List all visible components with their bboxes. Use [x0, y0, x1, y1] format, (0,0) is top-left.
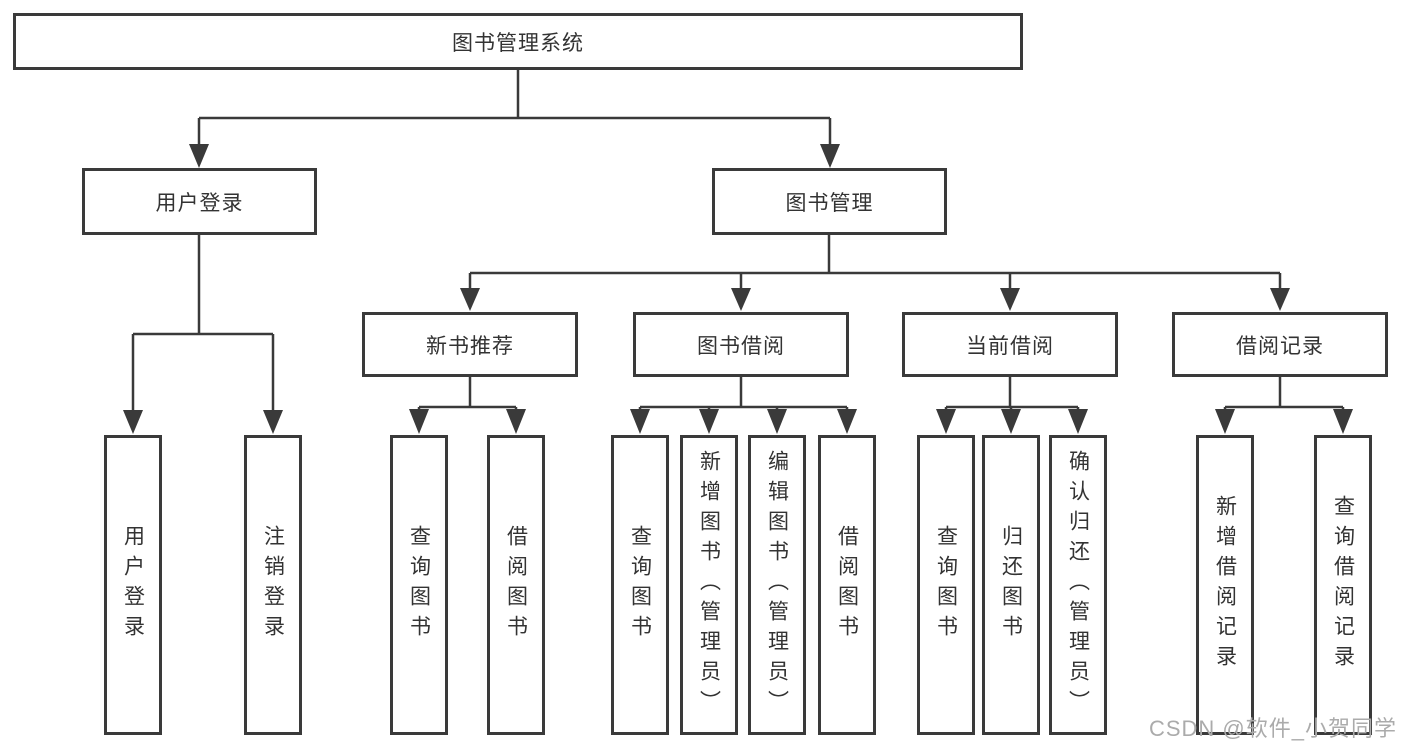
node-leaf-edit-books-admin: 编辑图书（管理员） [748, 435, 806, 735]
node-new-book-recommend: 新书推荐 [362, 312, 578, 377]
arrowhead [506, 409, 526, 434]
node-book-borrow: 图书借阅 [633, 312, 849, 377]
node-leaf-confirm-return-admin: 确认归还（管理员） [1049, 435, 1107, 735]
node-leaf-logout: 注销登录 [244, 435, 302, 735]
node-leaf-return-books: 归还图书 [982, 435, 1040, 735]
node-leaf-user-login: 用户登录 [104, 435, 162, 735]
connector-book-borrow-to-children [630, 377, 857, 434]
node-library-management-system: 图书管理系统 [13, 13, 1023, 70]
arrowhead [731, 288, 751, 311]
arrowhead [1215, 409, 1235, 434]
connector-root-to-level2 [189, 70, 840, 168]
arrowhead [630, 409, 650, 434]
arrowhead [837, 409, 857, 434]
connector-new-book-recommend-to-children [409, 377, 526, 434]
node-leaf-query-borrow-record: 查询借阅记录 [1314, 435, 1372, 735]
arrowhead [1001, 409, 1021, 434]
arrowhead [263, 410, 283, 434]
node-leaf-query-books-borrow: 查询图书 [611, 435, 669, 735]
arrowhead [767, 409, 787, 434]
node-leaf-query-books-recommend: 查询图书 [390, 435, 448, 735]
arrowhead [123, 410, 143, 434]
arrowhead [1000, 288, 1020, 311]
arrowhead [460, 288, 480, 311]
node-leaf-query-books-current: 查询图书 [917, 435, 975, 735]
node-user-login: 用户登录 [82, 168, 317, 235]
node-book-management: 图书管理 [712, 168, 947, 235]
node-leaf-borrow-books: 借阅图书 [818, 435, 876, 735]
arrowhead [189, 144, 209, 168]
node-current-borrow: 当前借阅 [902, 312, 1118, 377]
node-leaf-add-books-admin: 新增图书（管理员） [680, 435, 738, 735]
node-leaf-borrow-books-recommend: 借阅图书 [487, 435, 545, 735]
connector-book-management-to-level3 [460, 235, 1290, 311]
arrowhead [409, 409, 429, 434]
arrowhead [1068, 409, 1088, 434]
arrowhead [699, 409, 719, 434]
arrowhead [1333, 409, 1353, 434]
connector-borrow-records-to-children [1215, 377, 1353, 434]
arrowhead [936, 409, 956, 434]
connector-current-borrow-to-children [936, 377, 1088, 434]
arrowhead [1270, 288, 1290, 311]
watermark: CSDN @软件_小贺同学 [1148, 716, 1397, 741]
node-borrow-records: 借阅记录 [1172, 312, 1388, 377]
arrowhead [820, 144, 840, 168]
node-leaf-add-borrow-record: 新增借阅记录 [1196, 435, 1254, 735]
connector-user-login-to-children [123, 235, 283, 434]
